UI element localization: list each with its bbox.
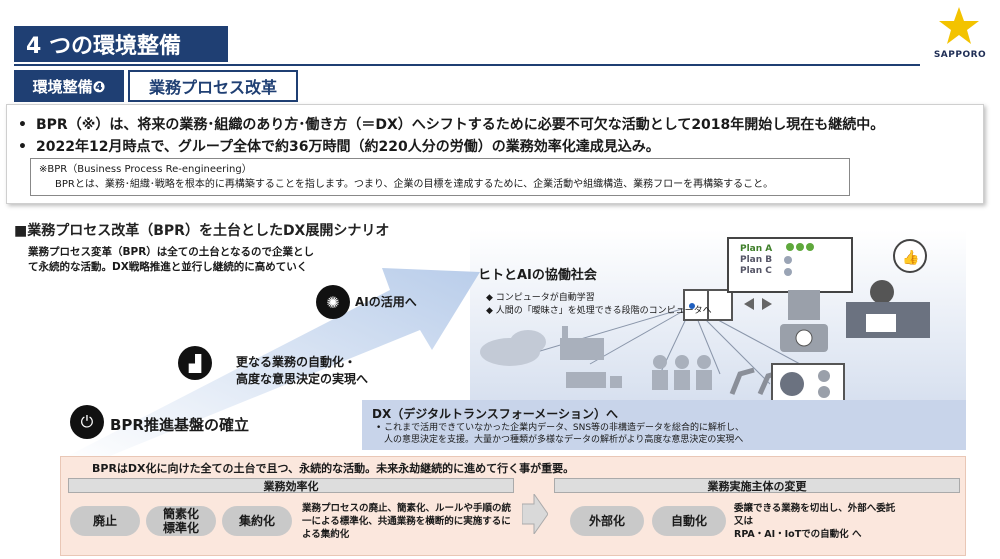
note-text: BPRとは、業務･組織･戦略を根本的に再構築することを指します。つまり、企業の目… [55, 179, 774, 190]
scenario-title: ■業務プロセス改革（BPR）を土台としたDX展開シナリオ [14, 223, 390, 239]
logo-text: SAPPORO [933, 50, 987, 60]
bullet-item: •2022年12月時点で、グループ全体で約36万時間（約220人分の労働）の業務… [18, 139, 660, 155]
ai-brain-icon: ✺ [316, 285, 350, 319]
growth-arrow [60, 268, 480, 460]
bpr-definition-note: ※BPR（Business Process Re-engineering） BP… [30, 158, 850, 196]
page-title: 4 つの環境整備 [14, 26, 228, 62]
pill-outsource: 外部化 [570, 506, 644, 536]
ai-point: ◆ 人間の「曖昧さ」を処理できる段階のコンピュータへ [486, 306, 712, 316]
actor-change-header: 業務実施主体の変更 [554, 478, 960, 493]
efficiency-description: 業務プロセスの廃止、簡素化、ルールや手順の統一による標準化、共通業務を横断的に実… [302, 503, 512, 540]
summary-frame [6, 104, 984, 204]
plan-list: Plan A Plan B Plan C [740, 244, 773, 276]
pill-consolidate: 集約化 [222, 506, 292, 536]
pill-abolish: 廃止 [70, 506, 140, 536]
bullet-item: •BPR（※）は、将来の業務･組織のあり方･働き方（＝DX）へシフトするために必… [18, 117, 885, 133]
dx-title: DX（デジタルトランスフォーメーション）へ [372, 407, 619, 421]
growth-chart-icon: ▟ [178, 346, 212, 380]
step-ai-utilization: AIの活用へ [355, 295, 417, 309]
step-bpr-foundation: BPR推進基盤の確立 [110, 416, 249, 434]
dx-panel [362, 400, 966, 450]
bpr-foundation-lead: BPRはDX化に向けた全ての土台で且つ、永続的な活動。未来永劫継続的に進めて行く… [92, 462, 575, 475]
step-automation: 更なる業務の自動化・ 高度な意思決定の実現へ [236, 355, 369, 386]
section-name: 業務プロセス改革 [128, 70, 298, 102]
bpr-foundation-panel [60, 456, 966, 556]
actor-change-description: 委譲できる業務を切出し、外部へ委託 又は RPA・AI・IoTでの自動化 へ [734, 503, 896, 540]
ai-point: ◆ コンピュータが自動学習 [486, 293, 595, 303]
efficiency-header: 業務効率化 [68, 478, 514, 493]
pill-simplify-standardize: 簡素化標準化 [146, 506, 216, 536]
pill-automate: 自動化 [652, 506, 726, 536]
svg-text:👍: 👍 [902, 249, 919, 266]
section-tag: 環境整備❹ [14, 70, 124, 102]
right-arrow-icon [522, 494, 548, 534]
plug-icon: ⏻ [70, 405, 104, 439]
ai-society-illustration: 👍 [480, 237, 930, 404]
dx-description: • これまで活用できていなかった企業内データ、SNS等の非構造データを総合的に解… [376, 423, 745, 445]
sapporo-star-logo-icon [939, 7, 979, 44]
title-underline [14, 64, 920, 66]
scenario-description: 業務プロセス変革（BPR）は全ての土台となるので企業とし て永続的な活動。DX戦… [28, 246, 314, 273]
note-title: ※BPR（Business Process Re-engineering） [39, 164, 252, 175]
ai-society-title: ヒトとAIの協働社会 [478, 268, 597, 283]
